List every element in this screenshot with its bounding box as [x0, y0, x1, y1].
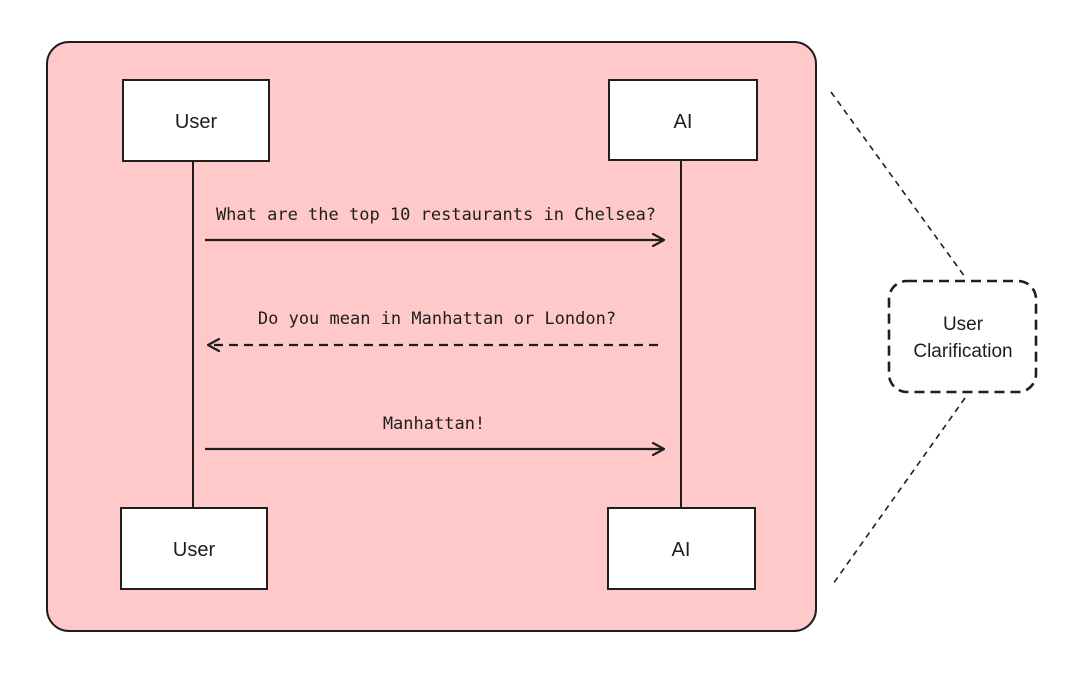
callout-line-top — [830, 91, 966, 278]
message-3-label: Manhattan! — [383, 414, 485, 434]
participant-user-bottom-label: User — [173, 539, 216, 561]
message-3: Manhattan! — [205, 414, 664, 449]
callout-line-bottom — [832, 397, 966, 585]
message-1: What are the top 10 restaurants in Chels… — [205, 205, 664, 240]
clarification-note: User Clarification — [887, 279, 1038, 394]
message-1-label: What are the top 10 restaurants in Chels… — [216, 205, 656, 225]
participant-ai-bottom-label: AI — [672, 539, 691, 561]
message-2: Do you mean in Manhattan or London? — [208, 309, 658, 345]
participant-ai-top: AI — [608, 79, 758, 161]
participant-user-top-label: User — [175, 111, 218, 133]
participant-user-top: User — [122, 79, 270, 162]
participant-user-bottom: User — [120, 507, 268, 590]
message-2-label: Do you mean in Manhattan or London? — [258, 309, 616, 329]
participant-ai-top-label: AI — [674, 111, 693, 133]
clarification-note-line-2: Clarification — [913, 341, 1012, 362]
sequence-frame — [46, 41, 817, 632]
clarification-note-line-1: User — [943, 314, 984, 335]
participant-ai-bottom: AI — [607, 507, 756, 590]
